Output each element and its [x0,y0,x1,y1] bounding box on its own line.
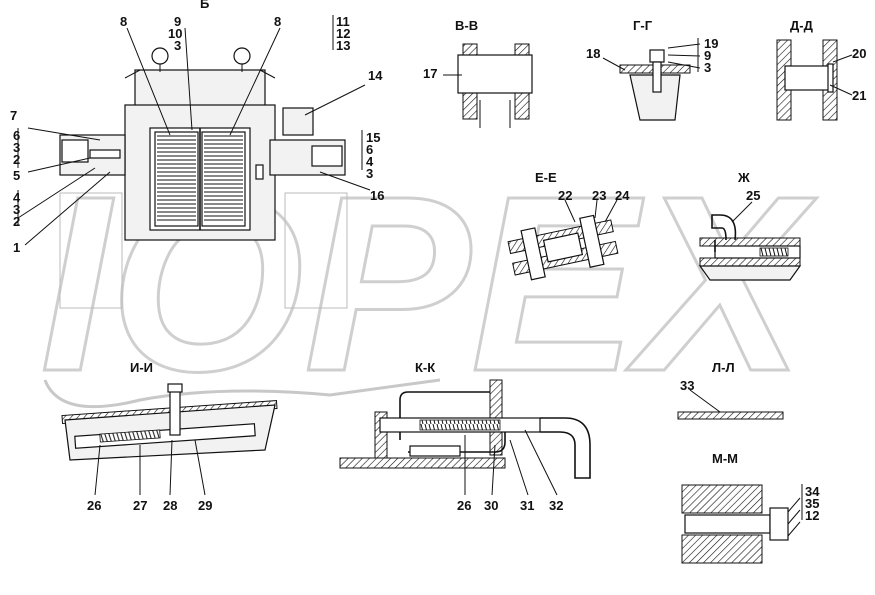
callout-8-left: 8 [120,14,127,29]
callout-21: 21 [852,88,866,103]
callout-28: 28 [163,498,177,513]
callout-6-right: 6 [366,142,373,157]
bolt-23 [579,214,605,268]
callout-4-left: 4 [13,190,21,205]
callout-15: 15 [366,130,380,145]
callout-10: 10 [168,26,182,41]
spring-26 [419,419,501,431]
callout-4-right: 4 [366,154,374,169]
callout-3-left-b: 3 [13,202,20,217]
callout-18: 18 [586,46,600,61]
track-left [59,192,123,309]
plate-33 [677,411,784,420]
view-title-ii: И-И [130,360,153,375]
lifting-eye-right [233,47,251,65]
callout-25: 25 [746,188,760,203]
watermark-swoosh [43,378,441,409]
callout-26-ii: 26 [87,498,101,513]
grille-right [201,131,246,227]
callout-12-mm: 12 [805,508,819,523]
callout-11: 11 [336,14,350,29]
view-ll: Л-Л 33 [677,360,784,420]
bolt-22 [520,227,546,281]
callout-5: 5 [13,168,20,183]
callout-27: 27 [133,498,147,513]
view-title-kk: К-К [415,360,435,375]
bolt-19-head [649,49,665,63]
right-top-box [282,107,314,136]
view-ii: И-И 26 27 28 29 [61,360,278,513]
right-handle [255,164,264,180]
callout-1: 1 [13,240,20,255]
spring-27 [99,429,161,443]
callout-32: 32 [549,498,563,513]
callout-35: 35 [805,496,819,511]
callout-12-top: 12 [336,26,350,41]
callout-23: 23 [592,188,606,203]
callout-6-left: 6 [13,128,20,143]
callout-20: 20 [852,46,866,61]
callout-17: 17 [423,66,437,81]
view-title-main: Б [200,0,209,11]
view-gg: Г-Г 18 19 9 3 [586,18,718,121]
view-zh: Ж 25 [698,170,802,281]
view-title-dd: Д-Д [790,18,814,33]
callout-3-gg: 3 [704,60,711,75]
callout-9-top: 9 [174,14,181,29]
view-title-vv: В-В [455,18,478,33]
handle-32 [540,417,591,479]
view-title-mm: М-М [712,451,738,466]
callout-9-gg: 9 [704,48,711,63]
view-title-ll: Л-Л [712,360,735,375]
callout-13: 13 [336,38,350,53]
pin-17 [457,54,533,94]
bolt-34 [684,514,771,534]
rod-27 [74,423,256,449]
callout-19: 19 [704,36,718,51]
callout-7: 7 [10,108,17,123]
callout-3-left-a: 3 [13,140,20,155]
track-right [284,192,348,309]
pin-21 [784,65,831,91]
view-vv: В-В 17 [423,18,533,128]
lifting-eye-left [151,47,169,65]
cab-roof [134,69,266,111]
view-ee: Е-Е 22 23 24 [507,170,630,281]
callout-16: 16 [370,188,384,203]
callout-3-top: 3 [174,38,181,53]
callout-26-kk: 26 [457,498,471,513]
washer-20 [827,63,834,93]
callout-29: 29 [198,498,212,513]
view-main: Б 8 9 [10,0,384,309]
callout-2-left-b: 2 [13,214,20,229]
view-dd: Д-Д 20 21 [776,18,866,121]
callout-33: 33 [680,378,694,393]
callout-3-right: 3 [366,166,373,181]
view-mm: М-М 34 35 12 [681,451,820,564]
callout-31: 31 [520,498,534,513]
view-title-zh: Ж [737,170,750,185]
view-title-gg: Г-Г [633,18,653,33]
callout-30: 30 [484,498,498,513]
view-title-ee: Е-Е [535,170,557,185]
grille-left [154,131,199,227]
handle-25 [711,214,737,252]
callout-2-left-a: 2 [13,152,20,167]
callout-8-right: 8 [274,14,281,29]
callout-14: 14 [368,68,383,83]
callout-34: 34 [805,484,820,499]
pin-28 [169,389,181,436]
callout-24: 24 [615,188,630,203]
view-kk: К-К 26 30 31 32 [339,360,591,513]
bolt-34-head [769,507,789,541]
callout-22: 22 [558,188,572,203]
